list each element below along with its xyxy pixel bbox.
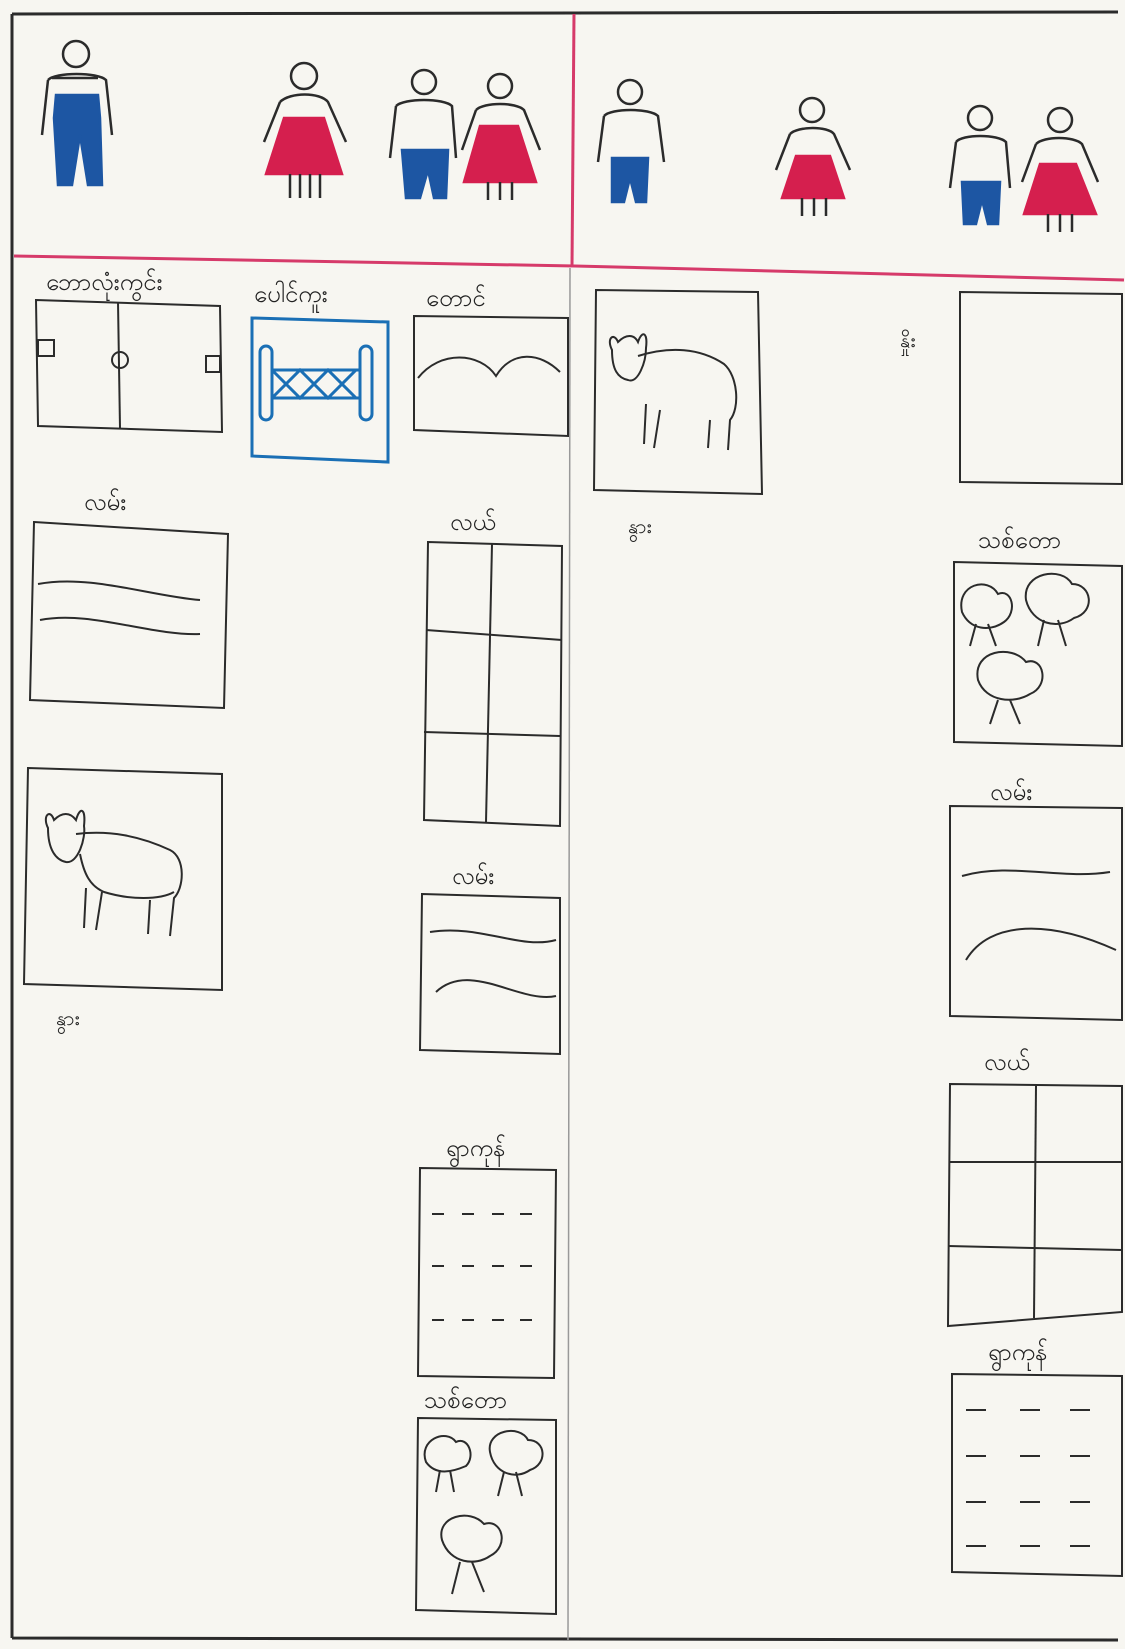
village-icon	[418, 1168, 556, 1378]
panel-divider	[568, 268, 571, 1640]
forest-label: သစ်တော	[978, 528, 1061, 552]
road-label: လမ်း	[84, 490, 126, 514]
road-label: လမ်း	[452, 864, 494, 888]
paddy-field-icon	[948, 1084, 1122, 1326]
paddy-field-icon	[424, 542, 562, 826]
bridge-icon	[252, 318, 388, 462]
cow-icon	[24, 768, 222, 990]
woman-figure-icon	[776, 98, 850, 216]
cow-icon	[594, 290, 762, 494]
village-label: ရွာကုန်	[446, 1136, 506, 1160]
couple-figure-icon	[390, 70, 540, 200]
road-label: လမ်း	[990, 780, 1032, 804]
paddy-field-label: လယ်	[984, 1050, 1030, 1074]
couple-figure-icon	[950, 106, 1098, 232]
village-icon	[952, 1374, 1122, 1576]
bridge-label: ပေါင်ကူး	[254, 282, 328, 306]
paddy-field-label: လယ်	[450, 510, 496, 534]
forest-label: သစ်တော	[424, 1388, 507, 1412]
empty-box-icon	[960, 292, 1122, 484]
hill-label: တောင်	[426, 286, 486, 310]
road-icon	[950, 806, 1122, 1020]
cow-label: နွား	[628, 516, 652, 536]
village-label: ရွာကုန်	[988, 1340, 1048, 1364]
man-figure-icon	[42, 41, 112, 185]
cow-label: နွား	[56, 1008, 80, 1028]
man-figure-icon	[598, 80, 664, 202]
road-icon	[420, 894, 560, 1054]
hill-icon	[414, 316, 568, 436]
football-field-label: ဘောလုံးကွင်း	[46, 270, 163, 294]
forest-icon	[954, 562, 1122, 746]
woman-figure-icon	[264, 63, 346, 198]
forest-icon	[416, 1418, 556, 1614]
road-icon	[30, 522, 228, 708]
header-divider	[14, 14, 1124, 280]
football-field-icon	[36, 300, 222, 432]
empty-box-label: နှိုး	[900, 330, 915, 350]
